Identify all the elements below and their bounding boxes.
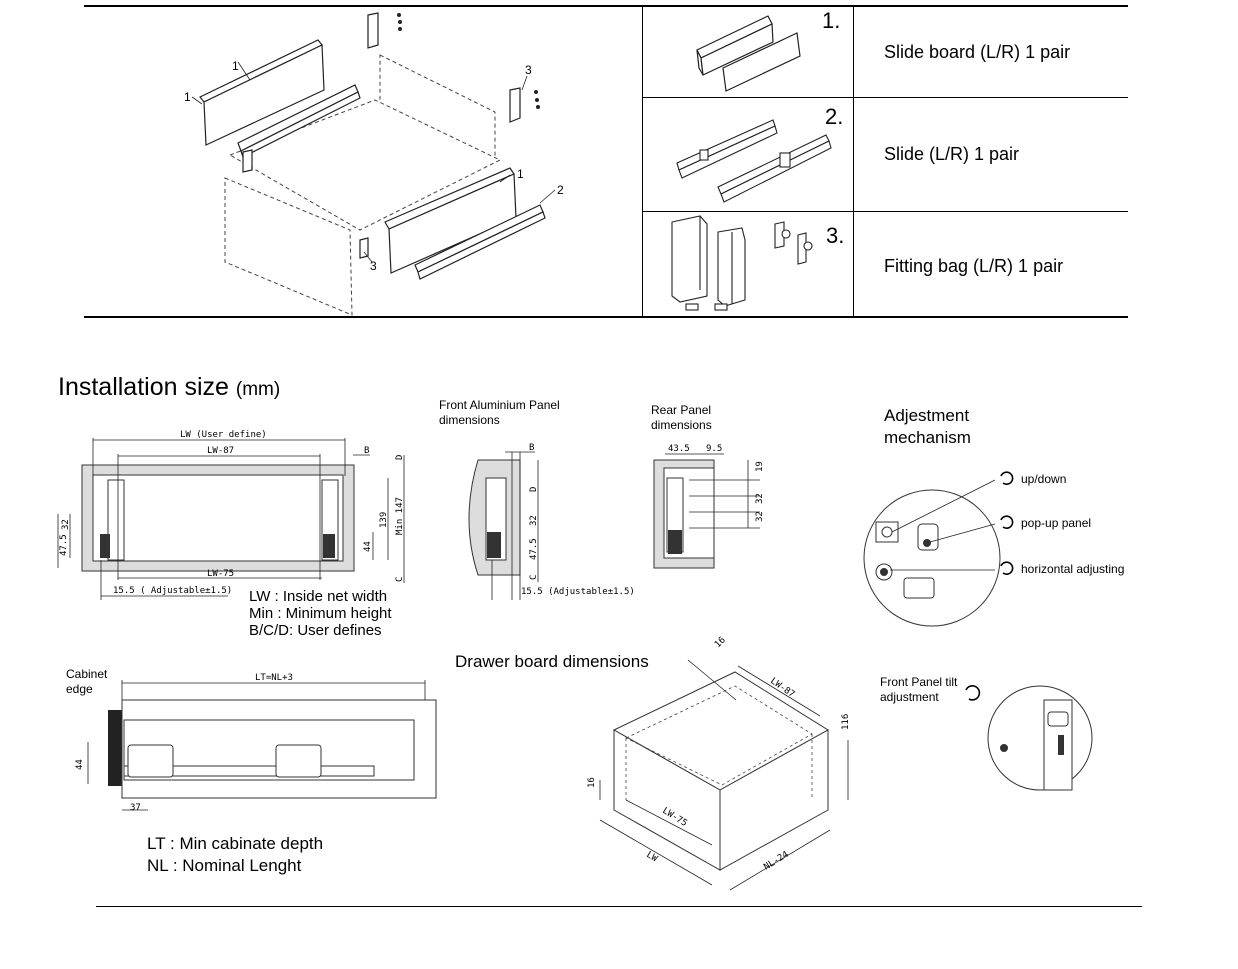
db-dim-16a: 16 xyxy=(713,635,728,650)
callout-3a: 3 xyxy=(525,63,532,77)
fp-dim-32: 32 xyxy=(529,515,539,526)
bottom-rule xyxy=(96,906,1142,907)
db-dim-16b: 16 xyxy=(587,777,597,788)
fv-dim-c: C xyxy=(395,577,405,582)
table-row-rule-2 xyxy=(642,211,1128,212)
adjust-item-horizontal: horizontal adjusting xyxy=(1021,562,1125,576)
rp-dim-19: 19 xyxy=(755,461,765,472)
rotate-icon-tilt xyxy=(965,685,981,701)
adjust-item-up-down: up/down xyxy=(1021,472,1067,486)
legend-min: Min : Minimum height xyxy=(249,605,392,622)
fp-dim-c: C xyxy=(529,575,539,580)
legend-lt: LT : Min cabinate depth xyxy=(147,834,324,853)
fv-dim-b: B xyxy=(364,446,369,456)
rotate-icon-popup xyxy=(1000,515,1014,529)
adjustment-title: Adjestment mechanism xyxy=(884,406,971,447)
fp-dim-15-5: 15.5 (Adjustable±1.5) xyxy=(521,587,635,597)
callout-1c: 1 xyxy=(517,167,524,181)
db-dim-116: 116 xyxy=(841,714,851,730)
fv-dim-lw: LW (User define) xyxy=(180,430,267,440)
rotate-icon-horizontal xyxy=(1000,561,1014,575)
part-label-3: Fitting bag (L/R) 1 pair xyxy=(884,256,1064,276)
table-divider-1 xyxy=(642,6,643,317)
installation-title-text: Installation size xyxy=(58,373,229,401)
fp-dim-47-5: 47.5 xyxy=(529,538,539,560)
fv-dim-47-5: 47.5 xyxy=(59,534,69,556)
fv-dim-15-5: 15.5 ( Adjustable±1.5) xyxy=(113,586,232,596)
side-legend: LT : Min cabinate depth NL : Nominal Len… xyxy=(147,833,323,877)
cabinet-edge-label: Cabinet edge xyxy=(66,667,108,696)
part-number-3: 3. xyxy=(826,223,845,248)
fp-dim-b: B xyxy=(529,443,534,453)
fv-dim-lw87: LW-87 xyxy=(207,446,234,456)
part-label-2: Slide (L/R) 1 pair xyxy=(884,144,1020,164)
drawer-board-title: Drawer board dimensions xyxy=(455,652,649,671)
part-number-1: 1. xyxy=(822,8,841,33)
part-label-1: Slide board (L/R) 1 pair xyxy=(884,42,1071,62)
installation-unit: (mm) xyxy=(235,379,281,400)
callout-1a: 1 xyxy=(232,59,239,73)
db-dim-nl24: NL-24 xyxy=(762,850,790,873)
db-dim-lw75: LW-75 xyxy=(660,806,688,829)
table-divider-2 xyxy=(853,6,854,317)
part-number-2: 2. xyxy=(825,104,844,129)
db-dim-lw87: LW-87 xyxy=(768,676,796,700)
callout-3b: 3 xyxy=(370,259,377,273)
table-bottom-rule xyxy=(84,316,1128,318)
legend-bcd: B/C/D: User defines xyxy=(249,622,382,639)
fv-dim-32: 32 xyxy=(61,519,71,530)
front-panel-title: Front Aluminium Panel dimensions xyxy=(439,398,560,427)
rear-panel-title: Rear Panel dimensions xyxy=(651,403,712,432)
table-top-rule xyxy=(84,5,1128,7)
rp-dim-32a: 32 xyxy=(755,493,765,504)
sv-dim-44: 44 xyxy=(75,759,85,770)
fv-dim-lw75: LW-75 xyxy=(207,569,234,579)
rotate-icon-up-down xyxy=(1000,471,1014,485)
fp-dim-d: D xyxy=(529,487,539,492)
callout-1b: 1 xyxy=(184,90,191,104)
install-legend: LW : Inside net width Min : Minimum heig… xyxy=(249,588,392,639)
rp-dim-32b: 32 xyxy=(755,511,765,522)
sv-dim-37: 37 xyxy=(130,803,141,813)
tilt-title: Front Panel tilt adjustment xyxy=(880,675,958,704)
fv-dim-44: 44 xyxy=(363,541,373,552)
fv-dim-139: 139 xyxy=(379,512,389,528)
callout-2: 2 xyxy=(557,183,564,197)
sv-dim-lt: LT=NL+3 xyxy=(255,673,293,683)
legend-lw: LW : Inside net width xyxy=(249,588,388,605)
rp-dim-43-5: 43.5 xyxy=(668,444,690,454)
legend-nl: NL : Nominal Lenght xyxy=(147,856,302,875)
fv-dim-min147: Min 147 xyxy=(395,497,405,535)
db-dim-lw: LW xyxy=(644,850,659,865)
installation-title: Installation size (mm) xyxy=(58,373,280,402)
table-row-rule-1 xyxy=(642,97,1128,98)
fv-dim-d: D xyxy=(395,455,405,460)
adjust-item-popup: pop-up panel xyxy=(1021,516,1092,530)
rp-dim-9-5: 9.5 xyxy=(706,444,722,454)
